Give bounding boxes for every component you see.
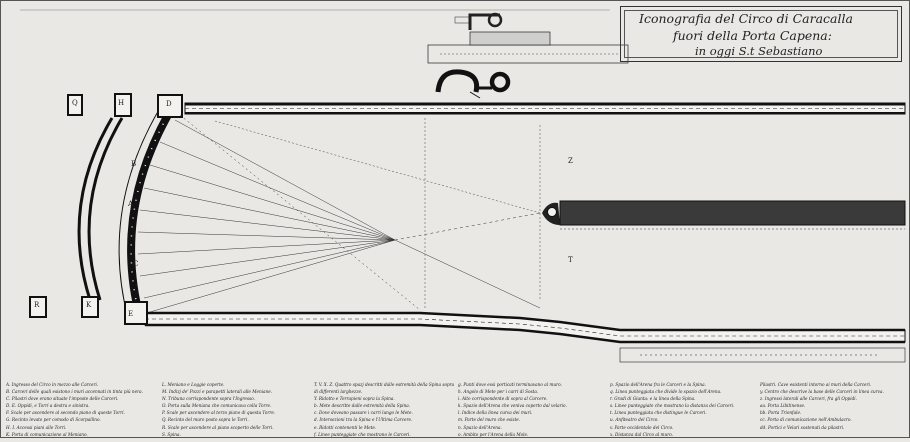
legend-entry: P. Scale per ascendere al terzo piano di… bbox=[162, 410, 276, 416]
outer-curve-wall bbox=[77, 117, 124, 301]
legend-entry: A. Ingresso del Circo in mezzo alle Carc… bbox=[6, 382, 99, 387]
label-t: T bbox=[568, 256, 573, 264]
legend-entry: aa. Porta Libitinense. bbox=[760, 403, 806, 409]
legend-entry: C. Pilastri dove erano situate l'imposte… bbox=[6, 396, 119, 402]
detail-plan-top bbox=[427, 12, 629, 64]
legend-entry: B. Carceri delle quali esistono i muri a… bbox=[6, 389, 143, 395]
label-r: R bbox=[34, 301, 40, 309]
legend-entry: O. Porta sulla Meniana che comunicava co… bbox=[162, 403, 272, 409]
legend-entry: dd. Portici e Velari sostenuti da pilast… bbox=[760, 424, 845, 430]
legend-entry: D. E. Oppidi, e Torri a destra e sinistr… bbox=[6, 403, 90, 409]
legend-entry: o. Ambito per l'Arena della Mole. bbox=[458, 431, 529, 437]
legend-entry: K. Porta di comunicazione al Meniano. bbox=[6, 431, 88, 437]
legend-entry: l. Indice della linea curva dei muri. bbox=[458, 410, 533, 416]
legend-entry: cc. Porta di comunicazione nell'Ambulacr… bbox=[760, 417, 852, 423]
legend-entry: H. I. Accessi piani alle Torri. bbox=[6, 424, 67, 430]
legend-column-3: T. V. X. Z. Quattro spazj descritti dall… bbox=[314, 381, 454, 438]
carceres bbox=[118, 105, 176, 320]
title-line-3: in oggi S.t Sebastiano bbox=[695, 44, 823, 58]
legend-entry: s. Linee punteggiate che mostrano la dis… bbox=[610, 403, 735, 409]
legend-entry: N. Tribuna corrispondente sopra l'Ingres… bbox=[162, 396, 255, 402]
legend-column-2: L. Meniano e Loggie coperte. M. Indizj de… bbox=[162, 381, 310, 438]
legend-entry: q. Linea punteggiata che divide lo spazi… bbox=[610, 389, 722, 395]
wall-top bbox=[184, 102, 906, 115]
legend-entry: di differenti larghezze. bbox=[314, 389, 363, 395]
guide-lines bbox=[214, 118, 541, 308]
legend-column-6: Pilastri. Cave esistenti intorno ai muri… bbox=[760, 381, 906, 431]
legend-entry: m. Parte del muro che esiste. bbox=[458, 417, 521, 423]
legend-entry: c. Dove doveano passare i carri lungo le… bbox=[314, 410, 413, 416]
legend-entry: x. Distanza dal Circo al muro. bbox=[610, 431, 673, 437]
legend-entry: n. Spazio dell'Arena. bbox=[458, 424, 502, 430]
legend-column-5: p. Spazio dell'Arena fra le Carceri e la… bbox=[610, 381, 756, 438]
legend-column-4: g. Punti dove essi porticati terminavano… bbox=[458, 381, 606, 438]
label-k: K bbox=[86, 301, 92, 309]
legend-entry: i. Alto corrispondente di sopra al Carce… bbox=[458, 396, 548, 402]
title-line-1: Iconografia del Circo di Caracalla bbox=[639, 11, 853, 26]
legend-column-1: A. Ingresso del Circo in mezzo alle Carc… bbox=[6, 381, 156, 438]
legend-entry: h. Angolo di Mete per i carri di Sosta. bbox=[458, 389, 539, 395]
title-line-2: fuori della Porta Capena: bbox=[673, 28, 832, 43]
legend-entry: Q. Recinto del muro posto sopra le Torri… bbox=[162, 417, 249, 423]
legend-entry: M. Indizj de' Pozzi e parapetti laterali… bbox=[162, 389, 273, 395]
spina bbox=[542, 200, 906, 230]
legend-entry: b. Mete descritte dalle estremità della … bbox=[314, 403, 411, 409]
label-c: C bbox=[133, 260, 139, 268]
towers bbox=[29, 93, 183, 325]
legend-entry: r. Gradi di Giunta: e la linea della Spi… bbox=[610, 396, 696, 402]
title-cartouche: Iconografia del Circo di Caracalla fuori… bbox=[620, 6, 902, 62]
legend-entry: G. Recinto levato per comodo di Scorpall… bbox=[6, 417, 101, 423]
label-q: Q bbox=[72, 99, 78, 107]
label-a: A bbox=[128, 200, 134, 208]
legend-entry: e. Ridotti contenenti le Mete. bbox=[314, 424, 377, 430]
wall-bottom bbox=[144, 311, 906, 363]
legend-entry: L. Meniano e Loggie coperte. bbox=[162, 382, 225, 387]
legend-entry: g. Punti dove essi porticati terminavano… bbox=[458, 382, 562, 387]
label-e: E bbox=[128, 310, 134, 318]
legend-entry: F. Scale per ascendere al secondo piano … bbox=[6, 410, 125, 416]
legend-entry: k. Spazio dell'Arena che veniva coperto … bbox=[458, 403, 567, 409]
detail-horseshoe bbox=[435, 69, 511, 99]
label-h: H bbox=[118, 99, 125, 107]
legend-entry: Pilastri. Cave esistenti intorno ai muri… bbox=[760, 382, 872, 387]
label-b: B bbox=[131, 160, 137, 168]
legend-entry: T. V. X. Z. Quattro spazj descritti dall… bbox=[314, 382, 454, 387]
legend-entry: p. Spazio dell'Arena fra le Carceri e la… bbox=[610, 382, 706, 387]
legend-entry: bb. Porta Trionfale. bbox=[760, 410, 802, 416]
legend-entry: S. Spina. bbox=[162, 431, 181, 437]
legend-block: A. Ingresso del Circo in mezzo alle Carc… bbox=[0, 378, 910, 438]
legend-entry: d. Intersezioni tra la Spina e l'Ultima … bbox=[314, 417, 413, 423]
label-d: D bbox=[166, 100, 172, 108]
legend-entry: y. Centro che descrive la base delle Car… bbox=[760, 389, 884, 395]
legend-entry: v. Parte occidentale del Circo. bbox=[610, 424, 674, 430]
legend-entry: u. Anfiteatro del Circo. bbox=[610, 417, 659, 423]
legend-entry: f. Linee punteggiate che mostrano le Car… bbox=[314, 431, 411, 437]
legend-entry: t. Linea punteggiata che distingue le Ca… bbox=[610, 410, 707, 416]
label-z: Z bbox=[568, 157, 573, 165]
legend-entry: Y. Ridotto e Terrapieni sopra la Spina. bbox=[314, 396, 395, 402]
cartouche-inner-frame bbox=[624, 10, 898, 58]
legend-entry: R. Scale per ascendere al piano scoperto… bbox=[162, 424, 274, 430]
legend-entry: z. Ingressi laterali alle Carceri, fra g… bbox=[760, 396, 857, 402]
radial-sightlines bbox=[137, 114, 541, 313]
